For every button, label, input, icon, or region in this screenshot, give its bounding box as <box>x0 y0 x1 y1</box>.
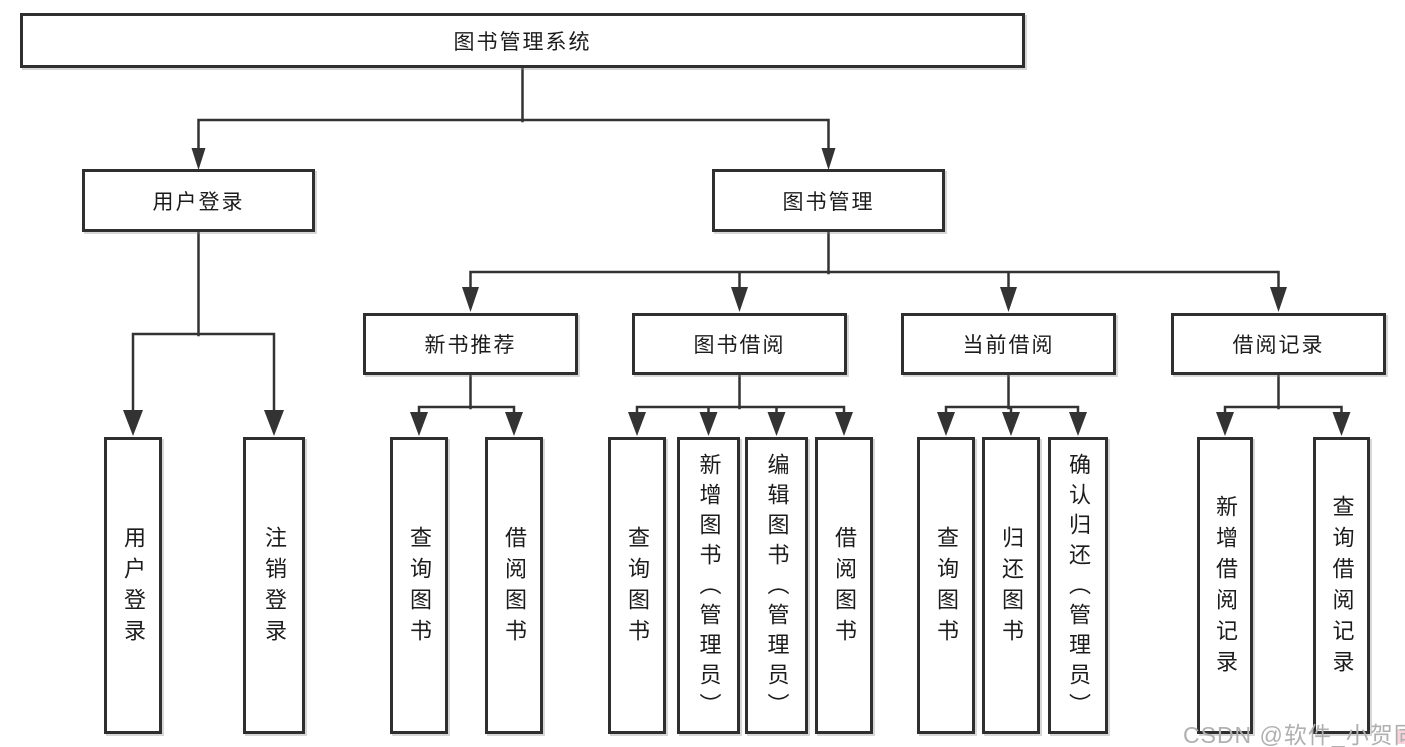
node-new-book-recommendation: 新书推荐 <box>363 313 578 375</box>
node-library-management-system: 图书管理系统 <box>20 13 1025 68</box>
node-br-add-record: 新增借阅记录 <box>1197 437 1253 734</box>
watermark-artifact <box>1396 729 1405 744</box>
node-logout: 注销登录 <box>243 437 305 734</box>
node-nbr-borrow-books: 借阅图书 <box>485 437 543 734</box>
node-user-login-group: 用户登录 <box>82 169 315 232</box>
node-book-borrowing: 图书借阅 <box>632 313 847 375</box>
node-borrowing-records: 借阅记录 <box>1171 313 1386 375</box>
node-bb-edit-books-admin: 编辑图书（管理员） <box>745 437 808 734</box>
connector-records-to-children <box>1223 373 1343 418</box>
node-cb-query-books: 查询图书 <box>917 437 975 734</box>
node-cb-confirm-return-admin: 确认归还（管理员） <box>1048 437 1108 734</box>
node-user-login: 用户登录 <box>104 437 162 734</box>
node-cb-return-books: 归还图书 <box>982 437 1040 734</box>
connector-currentborrow-to-children <box>944 373 1080 418</box>
node-current-borrowing: 当前借阅 <box>901 313 1116 375</box>
node-bb-add-books-admin: 新增图书（管理员） <box>677 437 740 734</box>
connector-root-to-level2 <box>197 66 830 152</box>
connector-bookborrow-to-children <box>635 373 846 418</box>
node-bb-borrow-books: 借阅图书 <box>815 437 873 734</box>
node-nbr-query-books: 查询图书 <box>390 437 448 734</box>
connector-newbook-to-children <box>417 373 516 418</box>
csdn-watermark: CSDN @软件_小贺同学 <box>1183 722 1405 747</box>
node-br-query-record: 查询借阅记录 <box>1313 437 1370 734</box>
arrowheads <box>123 148 1351 436</box>
node-bb-query-books: 查询图书 <box>608 437 666 734</box>
node-book-management-group: 图书管理 <box>712 169 945 232</box>
connector-bookmgmt-to-level3 <box>469 230 1280 292</box>
connector-userlogin-to-children <box>131 230 276 415</box>
